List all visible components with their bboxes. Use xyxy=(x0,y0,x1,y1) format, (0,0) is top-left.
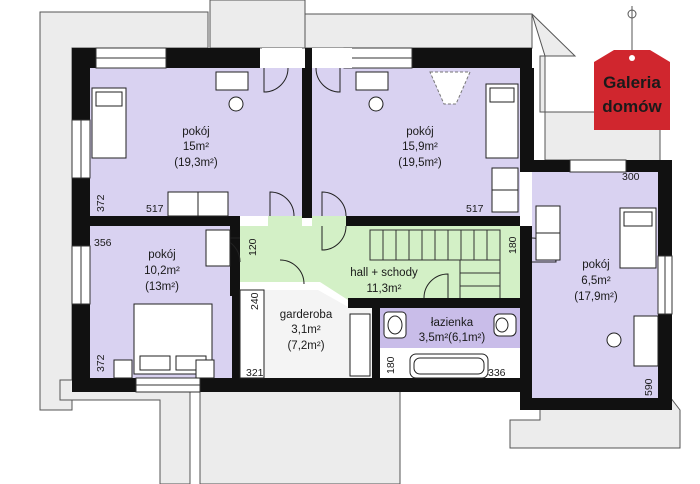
room-e-area: 6,5m² xyxy=(581,275,611,287)
room-ne-name: pokój xyxy=(406,126,434,138)
room-e-name: pokój xyxy=(582,259,610,271)
dim-nw-width: 517 xyxy=(146,203,164,215)
staircase xyxy=(369,229,501,301)
dim-nw-height: 372 xyxy=(95,194,107,212)
garderoba-name: garderoba xyxy=(280,309,333,321)
room-nw-label: pokój 15m² (19,3m²) xyxy=(174,126,218,169)
dim-hall-120: 120 xyxy=(247,238,259,256)
dim-w-height: 372 xyxy=(95,354,107,372)
room-nw-area: 15m² xyxy=(183,141,209,153)
room-ne-fill xyxy=(310,68,520,216)
garderoba-label: garderoba 3,1m² (7,2m²) xyxy=(280,309,333,352)
lazienka-name: łazienka xyxy=(431,317,474,329)
room-ne-area-total: (19,5m²) xyxy=(398,157,442,169)
dim-e-300: 300 xyxy=(622,171,640,183)
dim-w-width: 356 xyxy=(94,237,112,249)
room-w-area-total: (13m²) xyxy=(145,281,179,293)
room-e-label: pokój 6,5m² (17,9m²) xyxy=(574,259,618,303)
lazienka-area: 3,5m²(6,1m²) xyxy=(419,332,486,344)
dim-lazienka-180: 180 xyxy=(385,356,397,374)
furniture xyxy=(91,71,659,379)
room-nw-area-total: (19,3m²) xyxy=(174,157,218,169)
room-ne-label: pokój 15,9m² (19,5m²) xyxy=(398,126,442,169)
dim-garderoba-240: 240 xyxy=(249,292,261,310)
room-w-name: pokój xyxy=(148,249,176,261)
door-swings xyxy=(215,48,557,299)
hall-label: hall + schody 11,3m² xyxy=(350,267,418,295)
room-w-area: 10,2m² xyxy=(144,265,180,277)
hall-area: 11,3m² xyxy=(367,283,402,295)
logo-line2: domów xyxy=(602,97,662,116)
garderoba-area: 3,1m² xyxy=(291,324,321,336)
dim-garderoba-321: 321 xyxy=(246,367,264,379)
galeria-domow-logo: Galeria domów xyxy=(594,6,670,130)
garderoba-fill xyxy=(240,290,372,378)
hall-name: hall + schody xyxy=(350,267,418,279)
room-w-label: pokój 10,2m² (13m²) xyxy=(144,249,180,293)
garderoba-area-total: (7,2m²) xyxy=(287,340,324,352)
logo-line1: Galeria xyxy=(603,73,661,92)
dim-ne-width: 517 xyxy=(466,203,484,215)
dim-e-590: 590 xyxy=(643,378,655,396)
lazienka-label: łazienka 3,5m²(6,1m²) xyxy=(419,317,486,344)
dim-lazienka-336: 336 xyxy=(488,367,506,379)
room-ne-area: 15,9m² xyxy=(402,141,438,153)
room-e-area-total: (17,9m²) xyxy=(574,291,618,303)
room-nw-name: pokój xyxy=(182,126,210,138)
dim-hall-180: 180 xyxy=(507,236,519,254)
